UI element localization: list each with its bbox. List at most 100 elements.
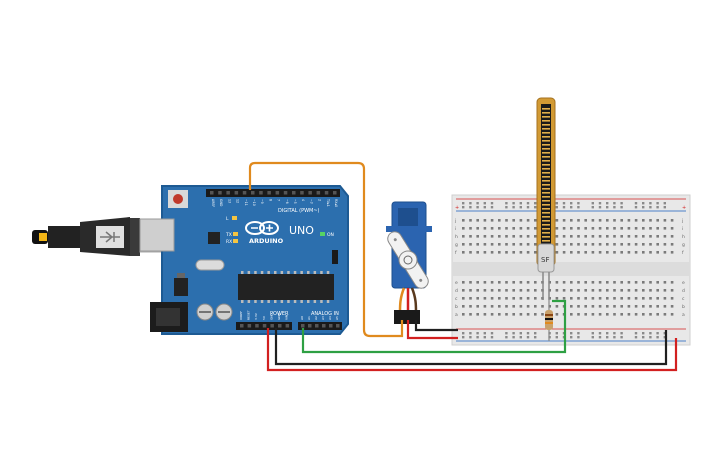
terminal-hole[interactable] xyxy=(498,227,501,230)
terminal-hole[interactable] xyxy=(670,235,674,238)
terminal-hole[interactable] xyxy=(598,227,602,230)
rail-hole[interactable] xyxy=(519,202,522,205)
rail-hole[interactable] xyxy=(462,202,465,205)
rail-hole[interactable] xyxy=(548,336,551,339)
rail-hole[interactable] xyxy=(663,336,666,339)
rail-hole[interactable] xyxy=(656,336,659,339)
digital-pin-hole[interactable] xyxy=(324,191,329,195)
terminal-hole[interactable] xyxy=(584,235,587,238)
terminal-hole[interactable] xyxy=(534,251,537,254)
terminal-hole[interactable] xyxy=(656,243,659,246)
terminal-hole[interactable] xyxy=(555,281,559,284)
power-pin-hole[interactable] xyxy=(270,324,274,328)
terminal-hole[interactable] xyxy=(505,219,508,222)
terminal-hole[interactable] xyxy=(584,289,587,292)
terminal-hole[interactable] xyxy=(584,243,587,246)
terminal-hole[interactable] xyxy=(570,243,573,246)
power-pin-hole[interactable] xyxy=(255,324,259,328)
terminal-hole[interactable] xyxy=(555,297,559,300)
terminal-hole[interactable] xyxy=(498,297,501,300)
rail-hole[interactable] xyxy=(526,336,530,339)
terminal-hole[interactable] xyxy=(462,289,465,292)
terminal-hole[interactable] xyxy=(627,251,631,254)
terminal-hole[interactable] xyxy=(555,227,559,230)
terminal-hole[interactable] xyxy=(483,297,487,300)
rail-hole[interactable] xyxy=(598,332,602,335)
rail-hole[interactable] xyxy=(634,336,638,339)
terminal-hole[interactable] xyxy=(620,251,623,254)
terminal-hole[interactable] xyxy=(577,219,580,222)
rail-hole[interactable] xyxy=(534,202,537,205)
terminal-hole[interactable] xyxy=(476,281,479,284)
terminal-hole[interactable] xyxy=(663,281,667,284)
digital-pin-hole[interactable] xyxy=(300,191,304,195)
terminal-hole[interactable] xyxy=(606,305,609,308)
terminal-hole[interactable] xyxy=(656,251,659,254)
terminal-hole[interactable] xyxy=(656,297,659,300)
terminal-hole[interactable] xyxy=(526,289,530,292)
terminal-hole[interactable] xyxy=(670,227,674,230)
terminal-hole[interactable] xyxy=(634,297,638,300)
terminal-hole[interactable] xyxy=(584,305,587,308)
wire-black-servo-ground[interactable] xyxy=(414,320,458,332)
rail-hole[interactable] xyxy=(555,206,558,209)
rail-hole[interactable] xyxy=(634,202,638,205)
terminal-hole[interactable] xyxy=(476,235,479,238)
terminal-hole[interactable] xyxy=(483,235,487,238)
terminal-hole[interactable] xyxy=(670,289,674,292)
rail-hole[interactable] xyxy=(490,202,494,205)
terminal-hole[interactable] xyxy=(642,305,645,308)
terminal-hole[interactable] xyxy=(649,219,652,222)
terminal-hole[interactable] xyxy=(613,251,616,254)
digital-pin-hole[interactable] xyxy=(267,191,271,195)
terminal-hole[interactable] xyxy=(577,235,580,238)
terminal-hole[interactable] xyxy=(555,313,559,316)
terminal-hole[interactable] xyxy=(519,219,523,222)
analog-pin-hole[interactable] xyxy=(322,324,326,328)
power-pin-hole[interactable] xyxy=(278,324,282,328)
digital-pin-hole[interactable] xyxy=(333,191,337,195)
terminal-hole[interactable] xyxy=(570,235,573,238)
terminal-hole[interactable] xyxy=(598,289,602,292)
terminal-hole[interactable] xyxy=(519,289,523,292)
rail-hole[interactable] xyxy=(613,336,616,339)
terminal-hole[interactable] xyxy=(656,227,659,230)
terminal-hole[interactable] xyxy=(649,305,652,308)
terminal-hole[interactable] xyxy=(670,297,674,300)
rail-hole[interactable] xyxy=(591,202,594,205)
terminal-hole[interactable] xyxy=(548,305,551,308)
terminal-hole[interactable] xyxy=(534,289,537,292)
rail-hole[interactable] xyxy=(469,202,472,205)
rail-hole[interactable] xyxy=(613,206,616,209)
terminal-hole[interactable] xyxy=(656,305,659,308)
digital-pin-hole[interactable] xyxy=(308,191,312,195)
terminal-hole[interactable] xyxy=(620,235,623,238)
terminal-hole[interactable] xyxy=(670,251,674,254)
terminal-hole[interactable] xyxy=(505,235,508,238)
terminal-hole[interactable] xyxy=(562,227,566,230)
terminal-hole[interactable] xyxy=(627,281,631,284)
rail-hole[interactable] xyxy=(534,332,537,335)
rail-hole[interactable] xyxy=(476,336,479,339)
terminal-hole[interactable] xyxy=(606,227,609,230)
terminal-hole[interactable] xyxy=(562,281,566,284)
terminal-hole[interactable] xyxy=(490,297,494,300)
rail-hole[interactable] xyxy=(490,332,494,335)
terminal-hole[interactable] xyxy=(534,227,537,230)
terminal-hole[interactable] xyxy=(490,235,494,238)
terminal-hole[interactable] xyxy=(534,281,537,284)
terminal-hole[interactable] xyxy=(570,313,573,316)
servo-motor[interactable] xyxy=(385,201,432,324)
terminal-hole[interactable] xyxy=(505,305,508,308)
rail-hole[interactable] xyxy=(577,332,580,335)
terminal-hole[interactable] xyxy=(606,235,609,238)
terminal-hole[interactable] xyxy=(663,219,667,222)
power-pin-hole[interactable] xyxy=(247,324,252,328)
rail-hole[interactable] xyxy=(663,202,666,205)
terminal-hole[interactable] xyxy=(462,235,465,238)
rail-hole[interactable] xyxy=(642,336,645,339)
terminal-hole[interactable] xyxy=(606,243,609,246)
rail-hole[interactable] xyxy=(620,202,623,205)
terminal-hole[interactable] xyxy=(526,243,530,246)
